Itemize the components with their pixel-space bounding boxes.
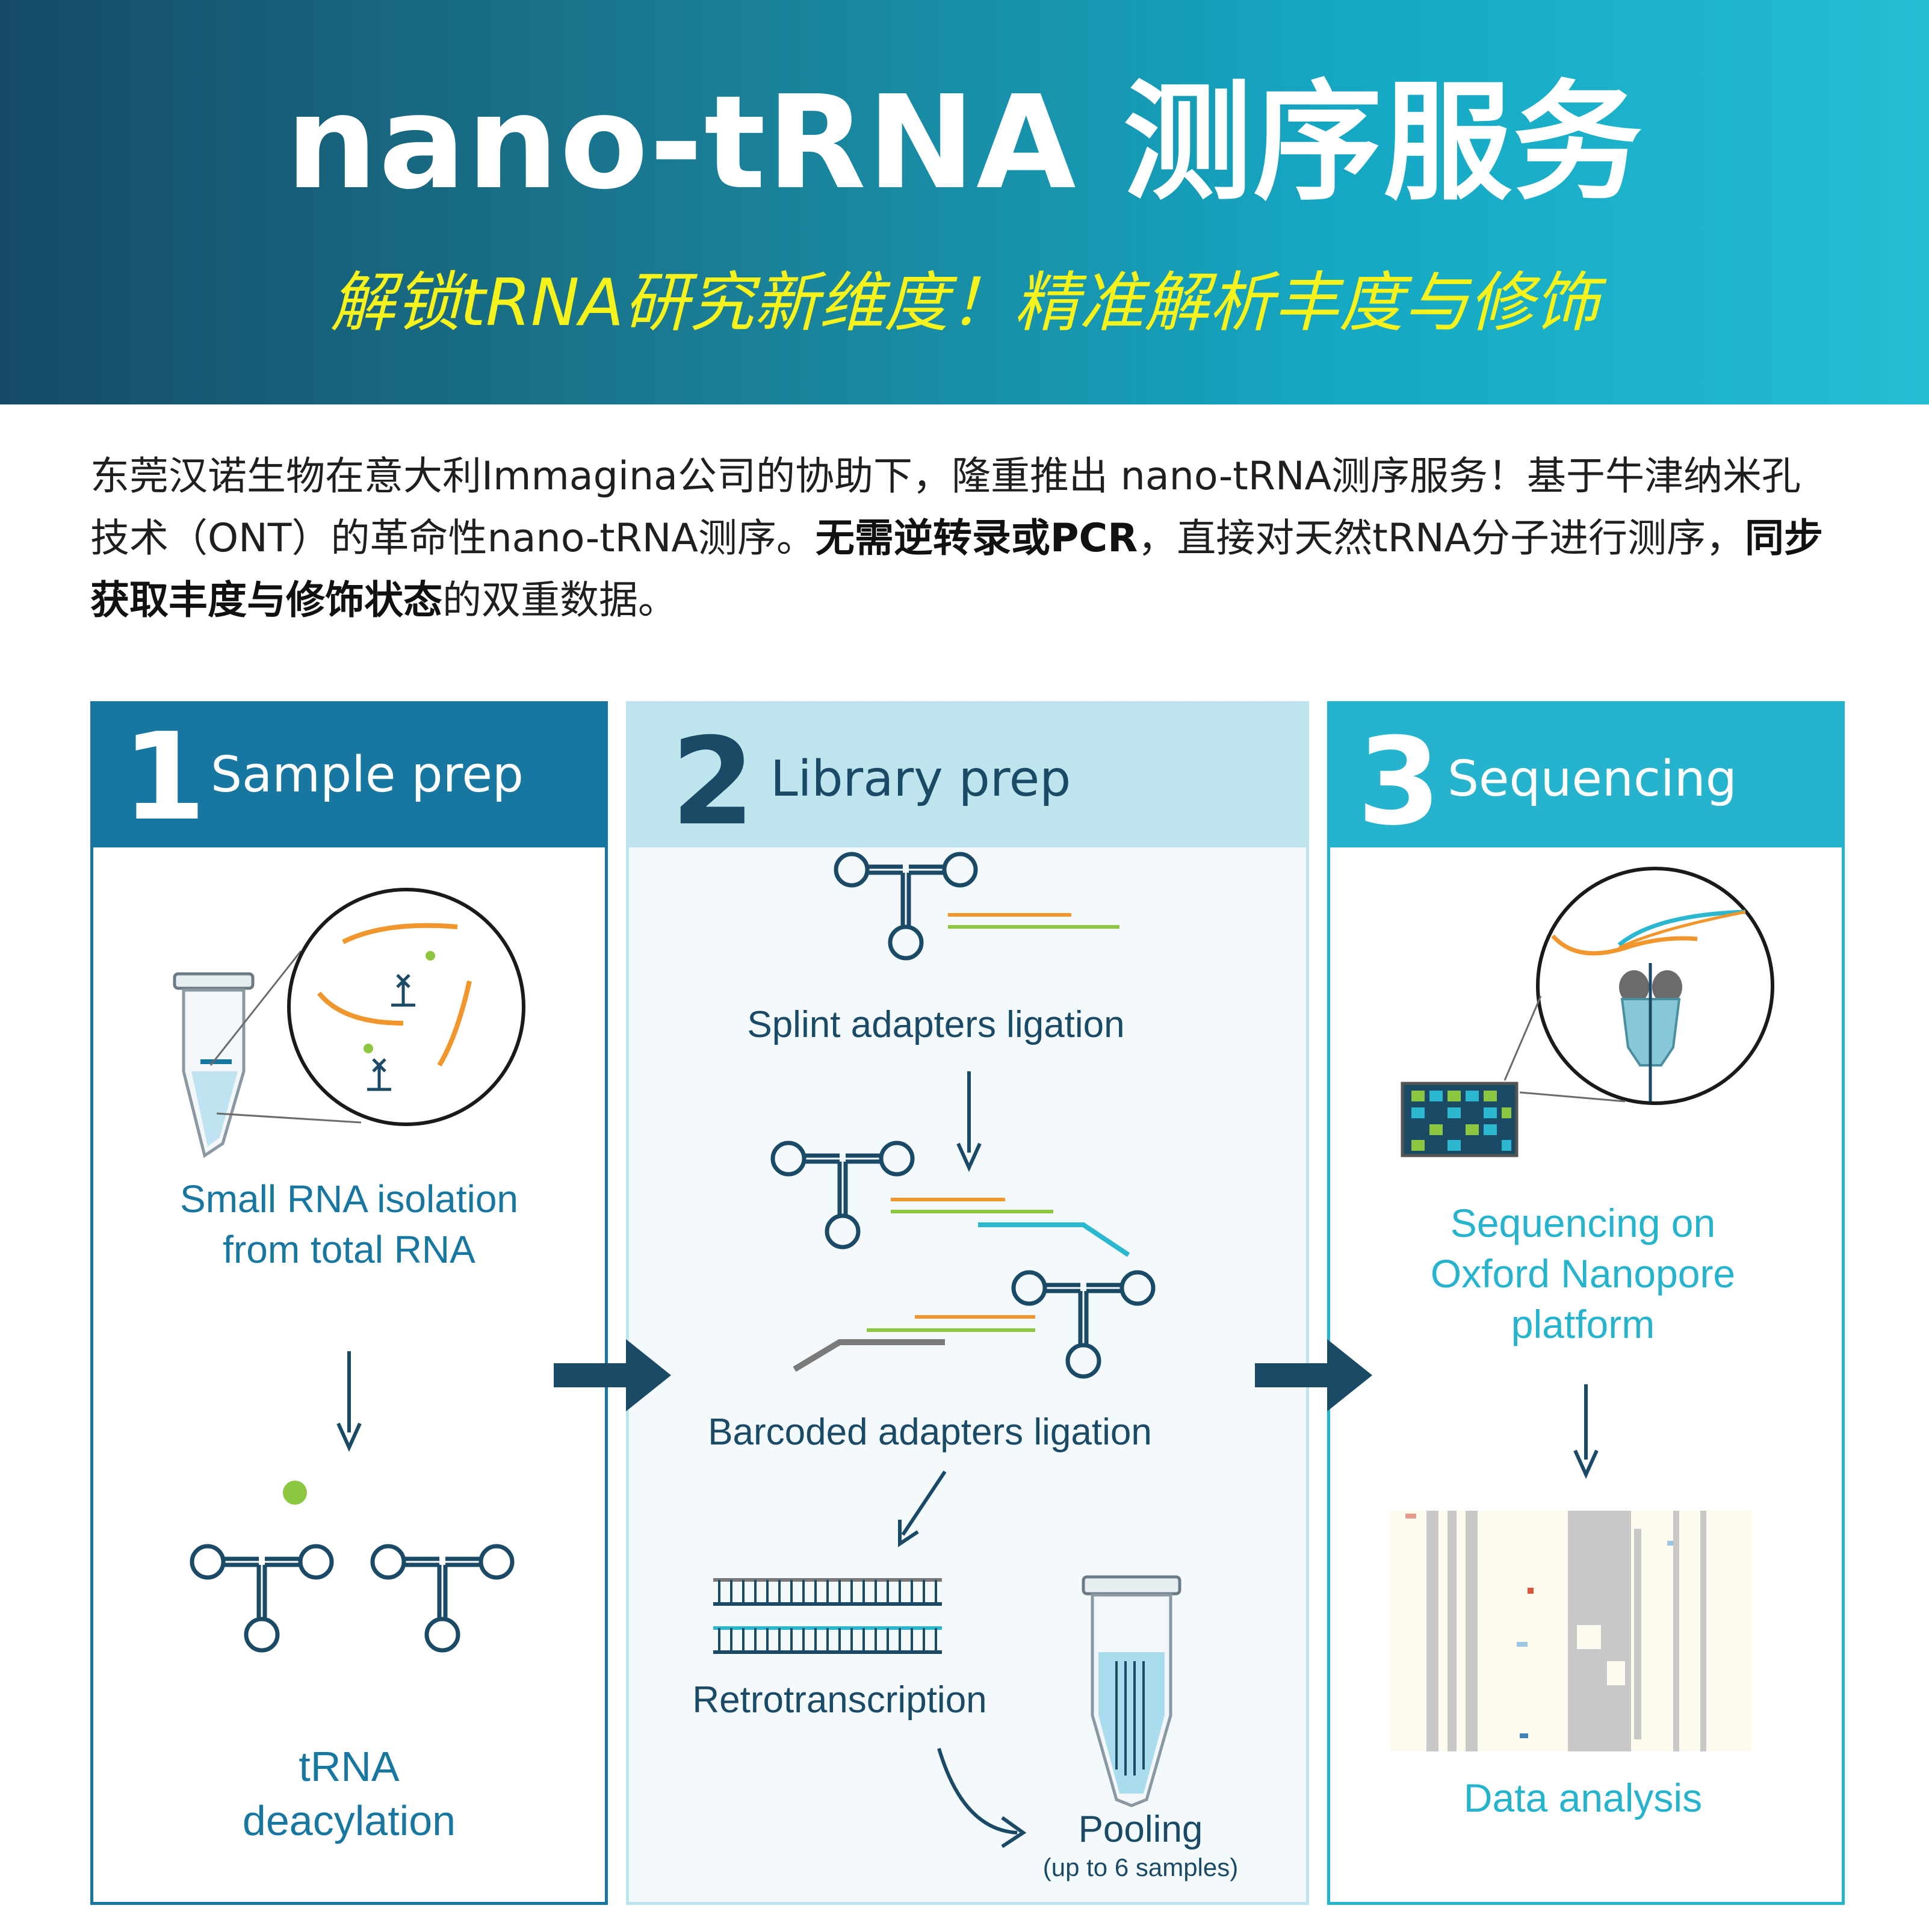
data-heatmap-icon — [1390, 1511, 1751, 1751]
pooling-tube-icon — [1082, 1575, 1181, 1807]
small-rna-zoom-icon — [287, 888, 525, 1126]
intro-text-2: ，直接对天然tRNA分子进行测序， — [1138, 516, 1745, 561]
step-splint-adapters-ligation: Splint adapters ligation — [747, 1004, 1125, 1045]
retrotranscription-duplex-icon — [713, 1578, 942, 1654]
stage-2-header: 2 Library prep — [629, 704, 1306, 847]
stage-3-label: Sequencing — [1448, 751, 1737, 808]
flow-cell-icon — [1401, 1082, 1519, 1157]
stage-3-number: 3 — [1357, 712, 1441, 852]
flow-arrow-2-3 — [1255, 1339, 1372, 1411]
stage-2-label: Library prep — [770, 751, 1071, 808]
down-arrow-2 — [956, 1071, 982, 1172]
pooling-note: (up to 6 samples) — [1042, 1853, 1239, 1881]
intro-text-3: 的双重数据。 — [442, 578, 678, 623]
microtube-icon — [173, 972, 255, 1159]
stage-1-panel: 1 Sample prep Small RNA isolation from t… — [90, 701, 608, 1905]
step-data-analysis: Data analysis — [1463, 1776, 1703, 1820]
stage-1-number: 1 — [122, 707, 206, 847]
step-trna-deacylation: tRNA deacylation — [242, 1743, 456, 1844]
splint-adapter-trna-icon — [836, 854, 1119, 958]
stage-2-number: 2 — [671, 712, 755, 852]
down-left-arrow — [898, 1470, 947, 1547]
intro-paragraph: 东莞汉诺生物在意大利Immagina公司的协助下，隆重推出 nano-tRNA测… — [90, 445, 1836, 631]
intro-bold-1: 无需逆转录或PCR — [815, 516, 1138, 561]
page-subtitle: 解锁tRNA研究新维度！精准解析丰度与修饰 — [330, 265, 1599, 341]
intro-text-1: 东莞汉诺生物在意大利Immagina公司的协助下，隆重推出 nano-tRNA测… — [90, 454, 1801, 561]
flow-arrow-1-2 — [554, 1339, 671, 1411]
stage-3-header: 3 Sequencing — [1330, 704, 1842, 847]
trna-right-icon — [373, 1546, 512, 1650]
nanopore-zoom-icon — [1536, 867, 1774, 1105]
barcoded-adapter-trna-icon — [773, 1143, 1153, 1376]
header-banner: nano-tRNA 测序服务 解锁tRNA研究新维度！精准解析丰度与修饰 — [0, 0, 1929, 404]
down-arrow-3 — [1573, 1384, 1599, 1479]
step-retrotranscription: Retrotranscription — [692, 1679, 987, 1721]
curved-arrow-to-pooling — [937, 1748, 1027, 1848]
intro-bold-2: 同步获取丰度与修饰状态 — [90, 516, 1824, 623]
down-arrow-1 — [336, 1351, 362, 1452]
amino-acid-icon — [283, 1481, 307, 1505]
stage-1-header: 1 Sample prep — [93, 704, 605, 847]
stage-2-panel: 2 Library prep Splint adapters ligation … — [626, 701, 1309, 1905]
step-barcoded-adapters-ligation: Barcoded adapters ligation — [708, 1411, 1152, 1453]
step-sequencing-nanopore: Sequencing on Oxford Nanopore platform — [1430, 1201, 1736, 1346]
trna-left-icon — [192, 1546, 332, 1650]
page-title: nano-tRNA 测序服务 — [285, 68, 1644, 218]
step-small-rna-isolation: Small RNA isolation from total RNA — [180, 1177, 518, 1271]
step-pooling: Pooling — [1078, 1809, 1203, 1850]
stage-1-label: Sample prep — [211, 746, 524, 803]
